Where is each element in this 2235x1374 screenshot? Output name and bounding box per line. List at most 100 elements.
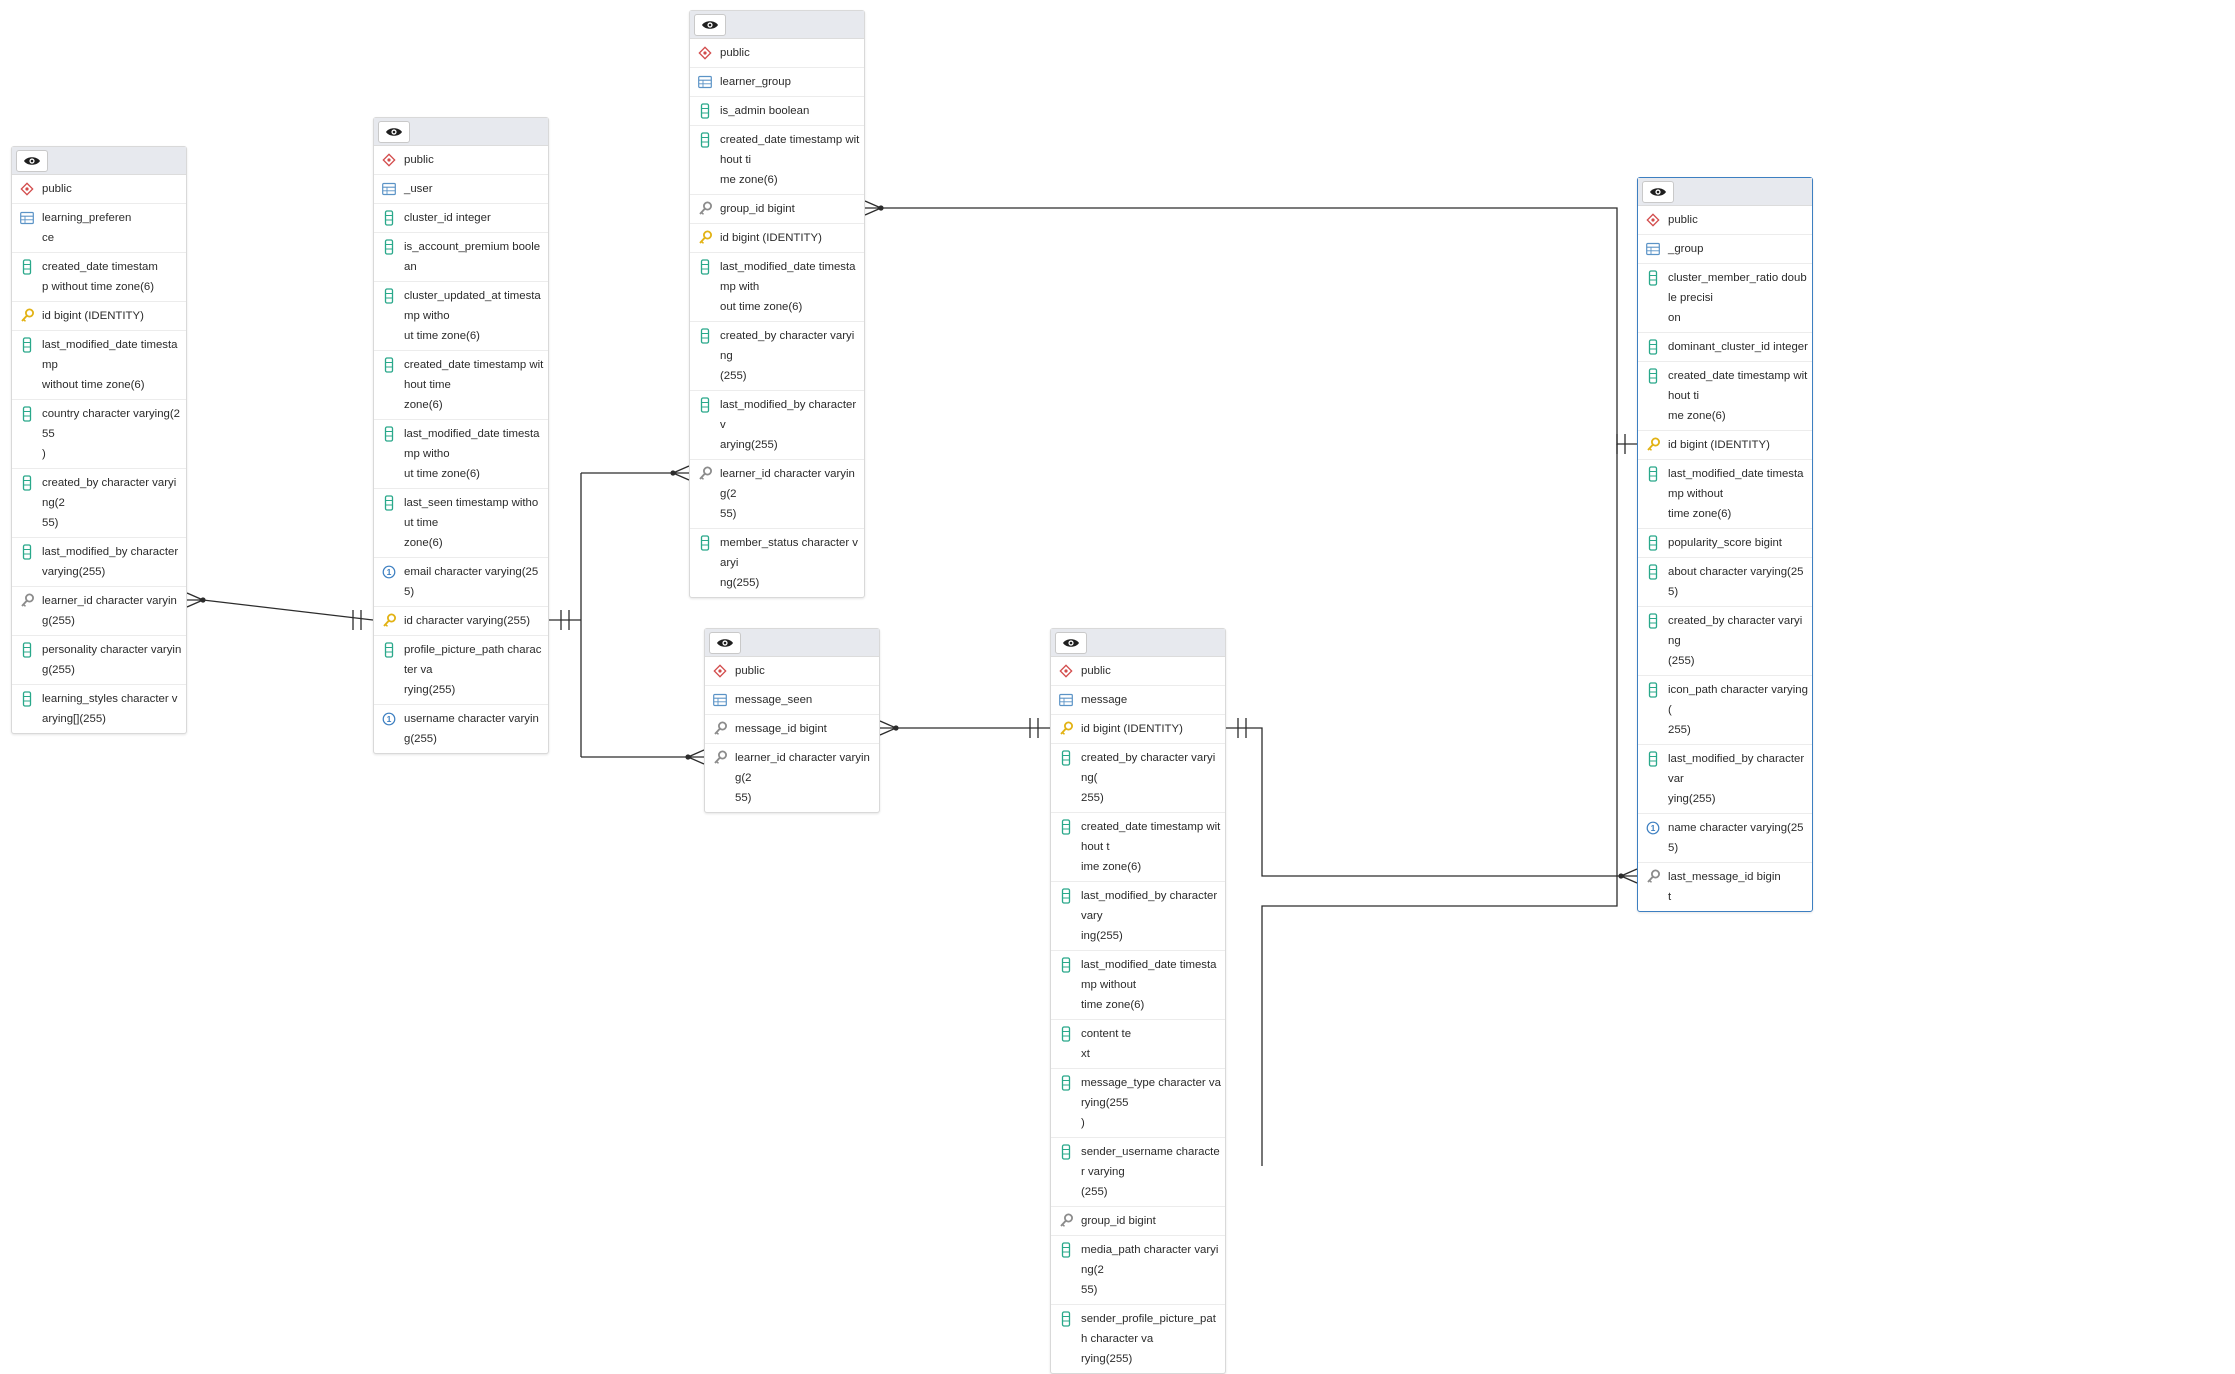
relationship-line[interactable] xyxy=(1616,434,1626,454)
column-row[interactable]: dominant_cluster_id integer xyxy=(1638,333,1812,362)
table-name-row[interactable]: _user xyxy=(374,175,548,204)
column-row[interactable]: last_modified_date timestamp without tim… xyxy=(1638,460,1812,529)
column-row[interactable]: created_by character varying(255) xyxy=(1051,744,1225,813)
column-row[interactable]: sender_username character varying(255) xyxy=(1051,1138,1225,1207)
eye-icon[interactable] xyxy=(1055,632,1087,654)
eye-icon[interactable] xyxy=(709,632,741,654)
table-name-row[interactable]: message xyxy=(1051,686,1225,715)
table-name-row[interactable]: message_seen xyxy=(705,686,879,715)
relationship-line[interactable] xyxy=(560,610,570,630)
relationship-line[interactable] xyxy=(202,599,374,621)
column-row[interactable]: learner_id character varying(255) xyxy=(12,587,186,636)
entity-header[interactable] xyxy=(12,147,186,175)
relationship-line[interactable] xyxy=(1242,444,1618,1166)
schema-row[interactable]: public xyxy=(1638,206,1812,235)
relationship-line[interactable] xyxy=(1620,868,1638,884)
column-row[interactable]: last_seen timestamp without time zone(6) xyxy=(374,489,548,558)
table-name-row[interactable]: _group xyxy=(1638,235,1812,264)
entity-header[interactable] xyxy=(1051,629,1225,657)
column-row[interactable]: id bigint (IDENTITY) xyxy=(690,224,864,253)
column-row[interactable]: id bigint (IDENTITY) xyxy=(1638,431,1812,460)
schema-row[interactable]: public xyxy=(1051,657,1225,686)
relationship-line[interactable] xyxy=(1029,718,1039,738)
entity-header[interactable] xyxy=(1638,178,1812,206)
column-row[interactable]: about character varying(255) xyxy=(1638,558,1812,607)
column-row[interactable]: is_admin boolean xyxy=(690,97,864,126)
column-row[interactable]: created_by character varying(255) xyxy=(1638,607,1812,676)
relationship-line[interactable] xyxy=(864,200,882,216)
relationship-line[interactable] xyxy=(672,465,690,481)
column-row[interactable]: learning_styles character varying[](255) xyxy=(12,685,186,733)
table-name-row[interactable]: learner_group xyxy=(690,68,864,97)
column-row[interactable]: last_modified_by character varying(255) xyxy=(12,538,186,587)
relationship-line[interactable] xyxy=(687,749,705,765)
column-row[interactable]: message_type character varying(255) xyxy=(1051,1069,1225,1138)
column-row[interactable]: created_date timestamp without time zone… xyxy=(374,351,548,420)
column-row[interactable]: icon_path character varying(255) xyxy=(1638,676,1812,745)
column-row[interactable]: cluster_id integer xyxy=(374,204,548,233)
column-row[interactable]: id bigint (IDENTITY) xyxy=(1051,715,1225,744)
entity-header[interactable] xyxy=(705,629,879,657)
relationship-line[interactable] xyxy=(352,610,362,630)
column-row[interactable]: message_id bigint xyxy=(705,715,879,744)
eye-icon[interactable] xyxy=(378,121,410,143)
entity-header[interactable] xyxy=(374,118,548,146)
column-row[interactable]: id character varying(255) xyxy=(374,607,548,636)
schema-row[interactable]: public xyxy=(12,175,186,204)
column-row[interactable]: popularity_score bigint xyxy=(1638,529,1812,558)
relationship-line[interactable] xyxy=(1237,718,1247,738)
column-row[interactable]: is_account_premium boolean xyxy=(374,233,548,282)
relationship-line[interactable] xyxy=(881,207,1637,445)
relationship-line[interactable] xyxy=(1226,727,1621,877)
column-row[interactable]: last_modified_date timestamp without tim… xyxy=(1051,951,1225,1020)
schema-row[interactable]: public xyxy=(690,39,864,68)
relationship-line[interactable] xyxy=(879,720,897,736)
column-row[interactable]: last_modified_date timestamp without tim… xyxy=(12,331,186,400)
column-row[interactable]: created_by character varying(255) xyxy=(690,322,864,391)
entity-header[interactable] xyxy=(690,11,864,39)
eye-icon[interactable] xyxy=(694,14,726,36)
column-row[interactable]: sender_profile_picture_path character va… xyxy=(1051,1305,1225,1373)
eye-icon[interactable] xyxy=(16,150,48,172)
column-row[interactable]: group_id bigint xyxy=(1051,1207,1225,1236)
column-row[interactable]: country character varying(255) xyxy=(12,400,186,469)
schema-row[interactable]: public xyxy=(705,657,879,686)
column-row[interactable]: personality character varying(255) xyxy=(12,636,186,685)
column-row[interactable]: id bigint (IDENTITY) xyxy=(12,302,186,331)
eye-icon[interactable] xyxy=(1642,181,1674,203)
column-row[interactable]: group_id bigint xyxy=(690,195,864,224)
schema-row[interactable]: public xyxy=(374,146,548,175)
relationship-line[interactable] xyxy=(186,592,204,608)
